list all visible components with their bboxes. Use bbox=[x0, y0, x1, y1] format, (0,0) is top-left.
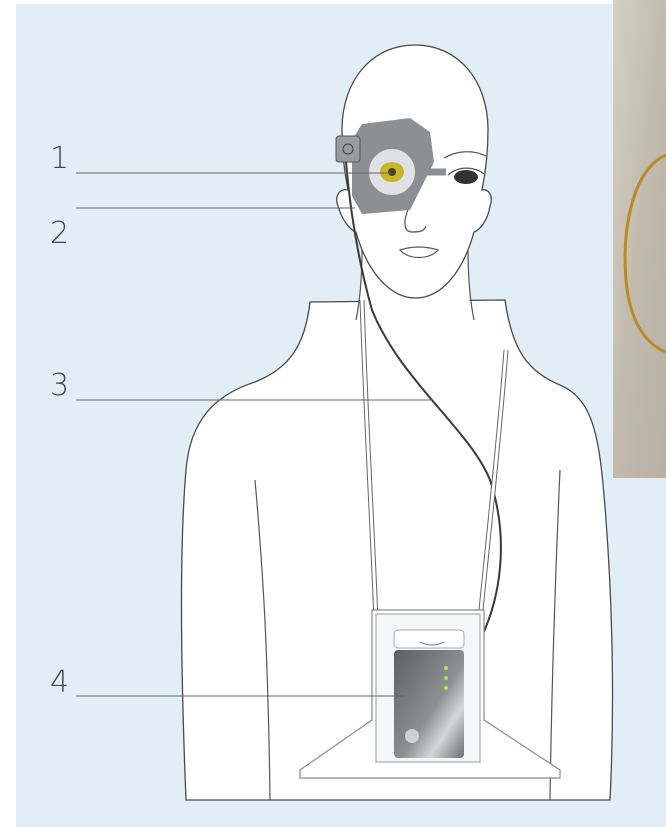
callout-label-1: 1 bbox=[50, 141, 69, 176]
callout-label-2: 2 bbox=[50, 216, 69, 251]
callout-label-3: 3 bbox=[50, 368, 69, 403]
processing-unit-screen bbox=[394, 650, 464, 758]
callout-label-4: 4 bbox=[50, 665, 69, 700]
implant-photo-inset bbox=[613, 0, 666, 478]
